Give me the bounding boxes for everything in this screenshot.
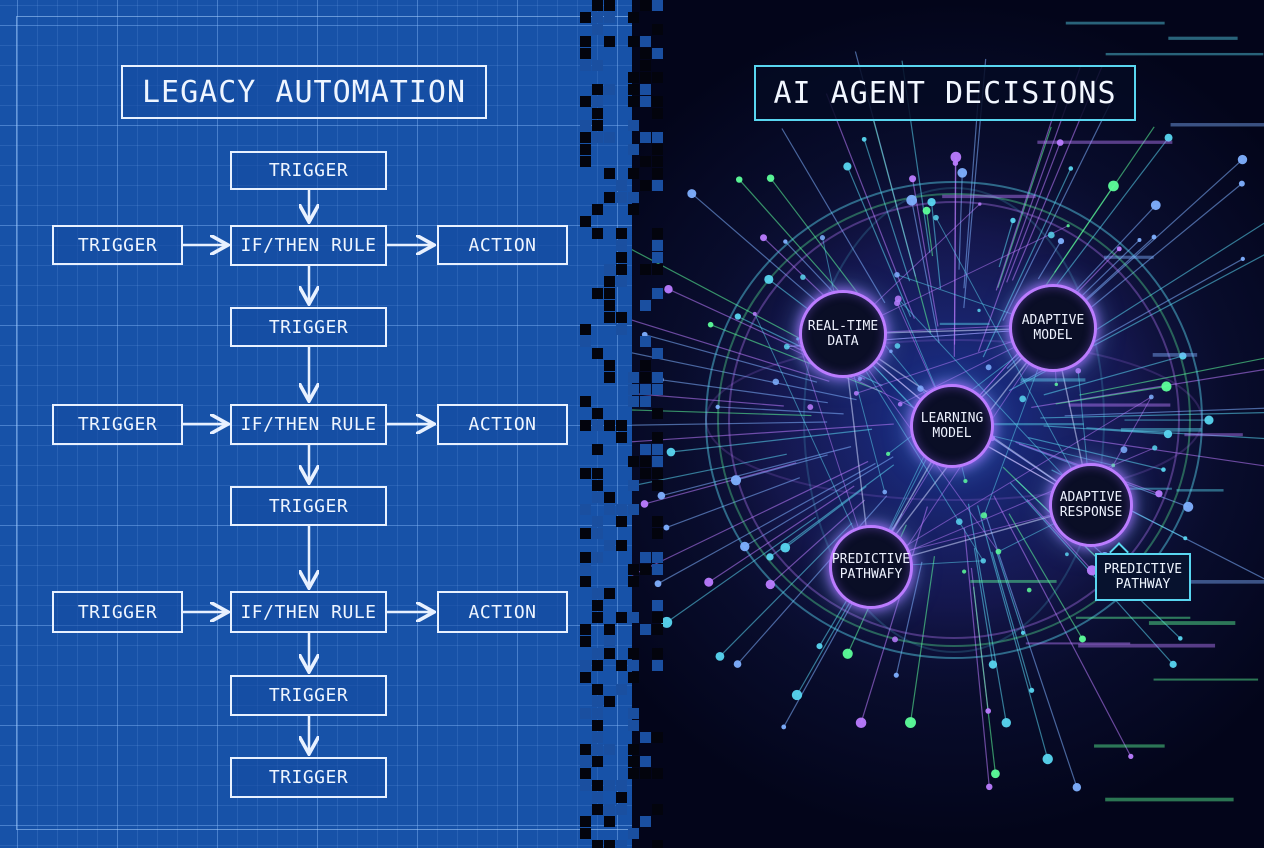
flow-trigger-2: TRIGGER [230,307,387,347]
flow-trigger-4: TRIGGER [230,675,387,716]
flow-action-2: ACTION [437,404,568,445]
node-adaptive-response-label: ADAPTIVE RESPONSE [1059,490,1123,520]
flow-arrows [183,190,632,848]
flow-trigger-3: TRIGGER [230,486,387,526]
flow-rule-1: IF/THEN RULE [230,225,387,266]
pixel-glitch-divider [580,0,663,848]
node-adaptive-model-label: ADAPTIVE MODEL [1021,313,1085,343]
flow-trigger-input-3: TRIGGER [52,591,183,633]
flow-rule-2: IF/THEN RULE [230,404,387,445]
node-learning-model-label: LEARNING MODEL [920,411,984,441]
flow-trigger-1: TRIGGER [230,151,387,190]
node-predictive-pathway-label: PREDICTIVE PATHWAFY [831,552,911,582]
ai-agent-panel: AI AGENT DECISIONS REAL-TIME DATA ADAPTI… [632,0,1264,848]
flow-trigger-input-1: TRIGGER [52,225,183,265]
legacy-title: LEGACY AUTOMATION [121,65,487,119]
callout-label: PREDICTIVE PATHWAY [1103,562,1183,592]
flow-action-1: ACTION [437,225,568,265]
ai-title: AI AGENT DECISIONS [754,65,1136,121]
predictive-pathway-callout: PREDICTIVE PATHWAY [1095,553,1191,601]
flow-action-3: ACTION [437,591,568,633]
flow-trigger-5: TRIGGER [230,757,387,798]
node-predictive-pathway: PREDICTIVE PATHWAFY [829,525,913,609]
node-learning-model: LEARNING MODEL [910,384,994,468]
node-real-time-data: REAL-TIME DATA [799,290,887,378]
legacy-automation-panel: LEGACY AUTOMATION TRIGGER TRIGGER IF/THE… [0,0,632,848]
node-real-time-data-label: REAL-TIME DATA [807,319,879,349]
flow-trigger-input-2: TRIGGER [52,404,183,445]
node-adaptive-model: ADAPTIVE MODEL [1009,284,1097,372]
node-adaptive-response: ADAPTIVE RESPONSE [1049,463,1133,547]
flow-rule-3: IF/THEN RULE [230,591,387,633]
